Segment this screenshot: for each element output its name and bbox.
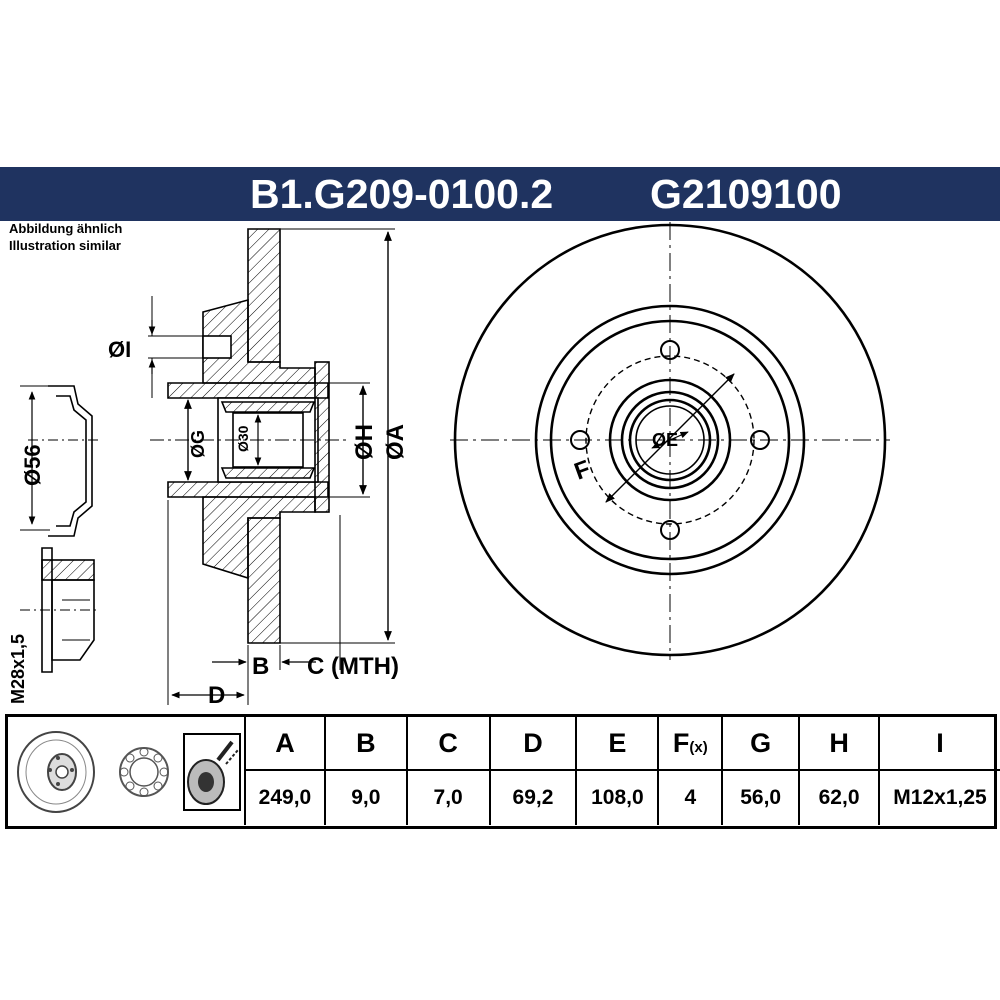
label-dim-d: D <box>208 682 225 709</box>
part-number: B1.G209-0100.2 <box>250 171 554 217</box>
label-dia-e: ØE <box>652 430 678 450</box>
header-f: F(x) <box>657 717 724 771</box>
disc-front-view <box>450 222 890 660</box>
label-dim-f: F <box>571 455 594 485</box>
header-e: E <box>575 717 660 771</box>
label-dia-30: Ø30 <box>235 425 251 452</box>
header-i: I <box>878 717 1000 771</box>
header-f-suffix: (x) <box>689 738 708 756</box>
note-german: Abbildung ähnlich <box>9 221 123 236</box>
header-a: A <box>244 717 326 771</box>
hub-bore-lower <box>167 481 329 498</box>
bearing-roller-lower <box>220 467 316 479</box>
label-dia-h: ØH <box>351 424 378 460</box>
friction-ring-lower <box>247 517 281 644</box>
header-c: C <box>405 717 491 771</box>
hub-bore-upper <box>167 382 329 399</box>
label-dia-g: ØG <box>188 430 208 458</box>
header-h: H <box>798 717 880 771</box>
label-thread: M28x1,5 <box>8 634 28 704</box>
header-d: D <box>488 717 578 771</box>
disc-cross-section <box>167 228 329 644</box>
label-dim-c: C (MTH) <box>307 653 399 680</box>
seal-ring <box>314 361 330 513</box>
header-b: B <box>323 717 408 771</box>
value-a: 249,0 <box>244 769 326 825</box>
value-e: 108,0 <box>575 769 660 825</box>
bearing-roller-upper <box>220 401 316 413</box>
spec-table: A B C D E F(x) G H I 249,0 9,0 7,0 69,2 … <box>244 717 1000 825</box>
value-d: 69,2 <box>488 769 578 825</box>
header-g: G <box>721 717 801 771</box>
nut-detail <box>20 547 100 673</box>
brake-disc-icon <box>17 731 95 813</box>
value-f: 4 <box>657 769 724 825</box>
label-dim-b: B <box>252 653 269 680</box>
label-dia-56: Ø56 <box>20 444 45 486</box>
value-g: 56,0 <box>721 769 801 825</box>
label-dia-i: ØI <box>108 337 131 362</box>
value-c: 7,0 <box>405 769 491 825</box>
value-i: M12x1,25 <box>878 769 1000 825</box>
value-h: 62,0 <box>798 769 880 825</box>
label-dia-a: ØA <box>382 424 409 460</box>
friction-ring-upper <box>247 228 281 363</box>
value-b: 9,0 <box>323 769 408 825</box>
reference-number: G2109100 <box>650 171 842 217</box>
wheel-bearing-icon <box>119 747 169 797</box>
cap-detail <box>20 385 100 537</box>
title-banner <box>0 167 1000 221</box>
note-english: Illustration similar <box>9 238 121 253</box>
bolt-hole <box>202 335 232 359</box>
abs-sensor-ring-icon <box>183 733 241 811</box>
